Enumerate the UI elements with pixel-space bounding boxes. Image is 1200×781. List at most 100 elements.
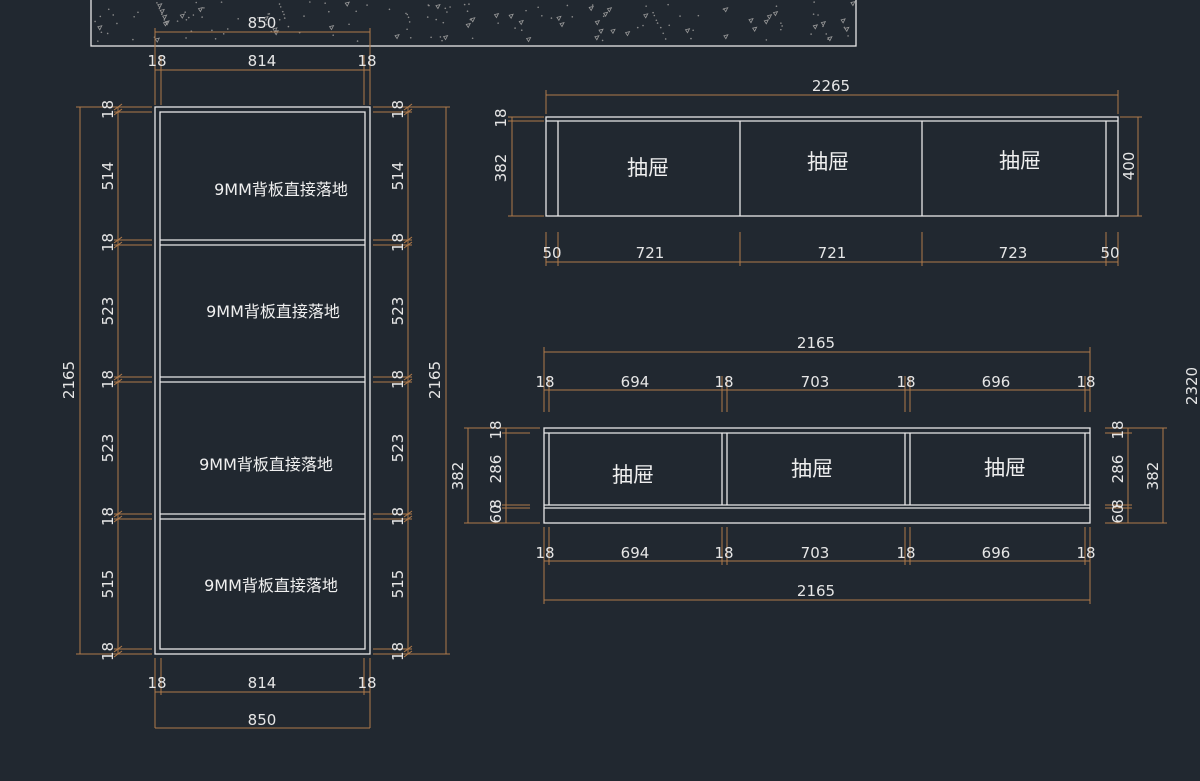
dim-height-label: 523 [389,297,407,326]
dim-right-4: 8 [1109,499,1127,509]
hatch-dot [690,37,692,40]
hatch-mark [518,19,524,26]
hatch-mark [763,19,770,25]
dim-inner-top-right: 18 [357,52,376,70]
dim-bottom-1: 50 [542,244,561,262]
hatch-dot [279,6,282,8]
hatch-mark [154,37,161,43]
hatch-dot [775,5,778,7]
hatch-dot [94,20,96,23]
dim-left-3: 60 [487,504,505,523]
hatch-dot [275,30,278,32]
hatch-mark [465,22,471,29]
drawer-unit-outline [543,427,1091,524]
dim-right-2: 286 [1109,455,1127,484]
hatch-dot [187,16,190,19]
panel-label-4: 9MM背板直接落地 [204,576,338,595]
dim-tick [113,645,123,653]
hatch-dot [283,13,285,16]
dim-bottom-5: 18 [896,544,915,562]
hatch-mark [748,18,754,24]
dim-left-4: 8 [487,499,505,509]
hatch-dot [388,8,391,11]
dim-left-1: 18 [487,420,505,439]
dim-total-width: 2265 [812,77,850,95]
hatch-mark [197,6,204,13]
hatch-dot [287,25,290,28]
hatch-mark [179,13,186,19]
hatch-dot [116,22,118,25]
hatch-dot [355,10,357,13]
hatch-dot [444,7,447,10]
hatch-dot [780,28,782,31]
dim-bottom-3: 18 [714,544,733,562]
hatch-dot [408,21,411,23]
hatch-dot [97,40,99,42]
hatch-dot [406,28,408,31]
hatch-mark [470,17,476,23]
dim-bottom-total: 2165 [797,582,835,600]
hatch-dot [780,22,782,24]
front-elevation: 850 18 814 18 9MM背板直接落地 9MM背板直接落地 9MM背板直… [60,14,450,729]
dim-inner-bottom-right: 18 [357,674,376,692]
drawer-label-2: 抽屉 [807,150,849,174]
dim-tick [403,515,413,523]
hatch-mark [610,28,616,35]
hatch-dot [405,12,407,15]
hatch-dot [601,39,604,42]
dim-tick [113,236,123,244]
dim-tick [403,241,413,249]
dim-bottom-5: 50 [1100,244,1119,262]
hatch-mark [272,27,278,33]
drawer-unit-outline [545,116,1119,217]
hatch-dot [158,7,161,10]
dim-tick [113,241,123,249]
dim-top-2: 694 [621,373,650,391]
dim-bottom-4: 723 [999,244,1028,262]
dim-bottom-2: 694 [621,544,650,562]
hatch-dot [435,18,438,21]
hatch-dot [645,5,647,7]
dim-tick [113,373,123,381]
hatch-mark [328,25,335,31]
hatch-dot [813,1,815,3]
hatch-mark [827,36,833,42]
hatch-mark [606,7,613,13]
dim-inner-top-mid: 814 [248,52,277,70]
dim-tick [113,108,123,116]
hatch-dot [550,17,553,19]
hatch-dot [226,28,229,30]
hatch-dot [541,15,543,17]
hatch-dot [406,13,409,16]
hatch-mark [723,7,729,13]
dim-tick [403,373,413,381]
dim-top-4: 703 [801,373,830,391]
hatch-dot [470,18,472,21]
hatch-mark [435,4,441,10]
hatch-dot [100,31,103,34]
dim-top-board: 18 [492,108,510,127]
hatch-dot [653,14,656,17]
hatch-dot [366,4,368,6]
hatch-dot [222,33,225,35]
dim-height-label: 515 [99,570,117,599]
dim-height-label: 523 [389,434,407,463]
dim-tick [403,650,413,658]
dim-height-label: 18 [389,100,407,119]
dim-right-overall: 382 [1144,462,1162,491]
dim-top-6: 696 [982,373,1011,391]
hatch-dot [328,10,330,13]
dim-height-label: 18 [389,233,407,252]
hatch-dot [655,19,658,22]
dim-inner-bottom-left: 18 [147,674,166,692]
panel-label-1: 9MM背板直接落地 [214,180,348,199]
dim-left-overall: 382 [449,462,467,491]
top-hatch-panel [90,0,857,47]
hatch-mark [161,14,168,20]
dim-height-label: 18 [99,507,117,526]
hatch-dot [497,22,499,24]
hatch-mark [164,20,170,26]
hatch-dot [278,3,281,5]
